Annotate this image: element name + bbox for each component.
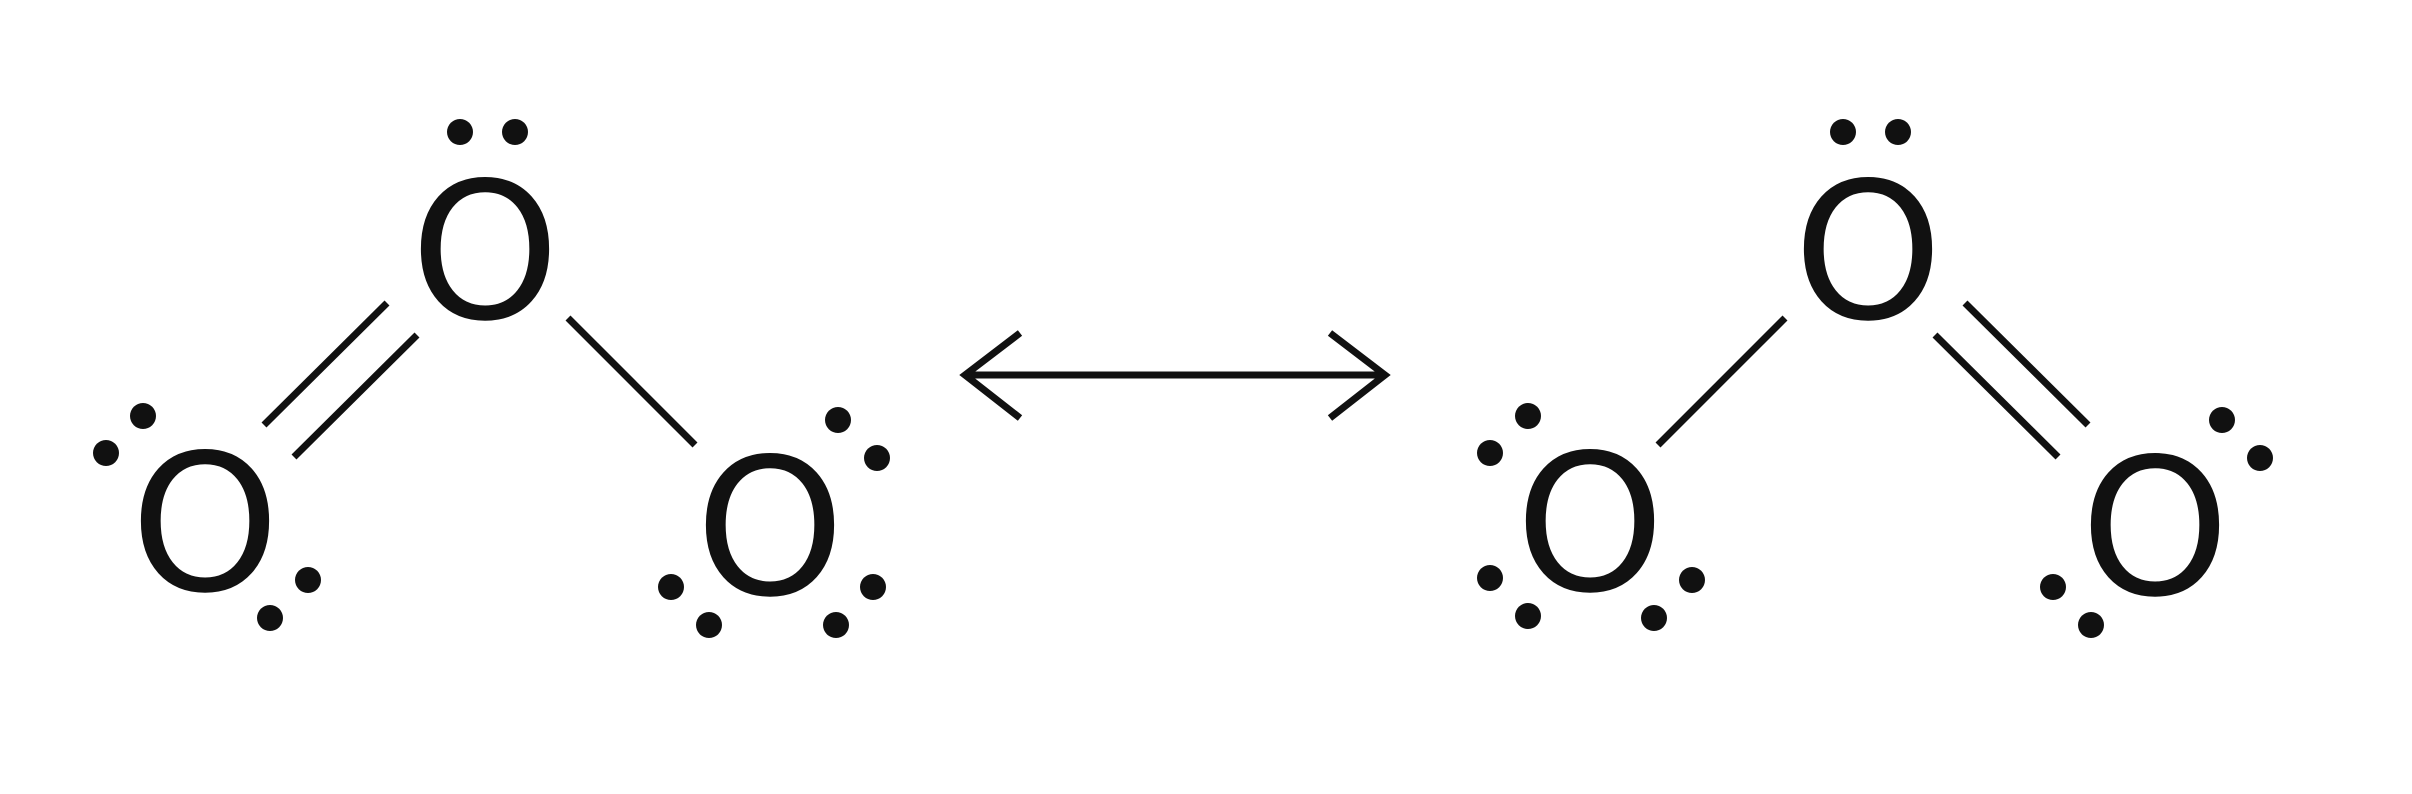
- resonance-arrow: [959, 330, 1391, 421]
- lone-pair-left-top-o: [447, 119, 528, 145]
- lone-pair-left-right-o-lower-left: [658, 574, 722, 638]
- lone-pair-left-right-o-lower-right: [823, 574, 886, 638]
- oxygen-atom-left-right: O: [695, 418, 845, 639]
- oxygen-atom-right-top: O: [1793, 142, 1943, 363]
- resonance-structure-right: O O O: [1477, 119, 2273, 639]
- oxygen-atom-right-left: O: [1515, 414, 1665, 635]
- lone-pair-left-right-o-upper: [825, 407, 890, 471]
- double-bond-right: [1932, 300, 2091, 460]
- oxygen-atom-right-right: O: [2080, 418, 2230, 639]
- oxygen-atom-left-left: O: [130, 414, 280, 635]
- lone-pair-left-left-o-upper: [93, 403, 156, 466]
- lone-pair-right-top-o: [1830, 119, 1911, 145]
- lone-pair-right-right-o-upper: [2209, 407, 2273, 471]
- single-bond-left: [565, 315, 698, 448]
- lone-pair-right-left-o-lower-left: [1477, 565, 1541, 629]
- oxygen-atom-left-top: O: [410, 142, 560, 363]
- lone-pair-right-left-o-lower-right: [1641, 567, 1705, 631]
- double-bond-left: [261, 300, 420, 460]
- resonance-structure-left: O O O: [93, 119, 890, 639]
- lone-pair-right-right-o-lower: [2040, 574, 2104, 638]
- single-bond-right: [1655, 315, 1788, 448]
- lone-pair-left-left-o-lower: [257, 567, 321, 631]
- lone-pair-right-left-o-upper: [1477, 403, 1541, 466]
